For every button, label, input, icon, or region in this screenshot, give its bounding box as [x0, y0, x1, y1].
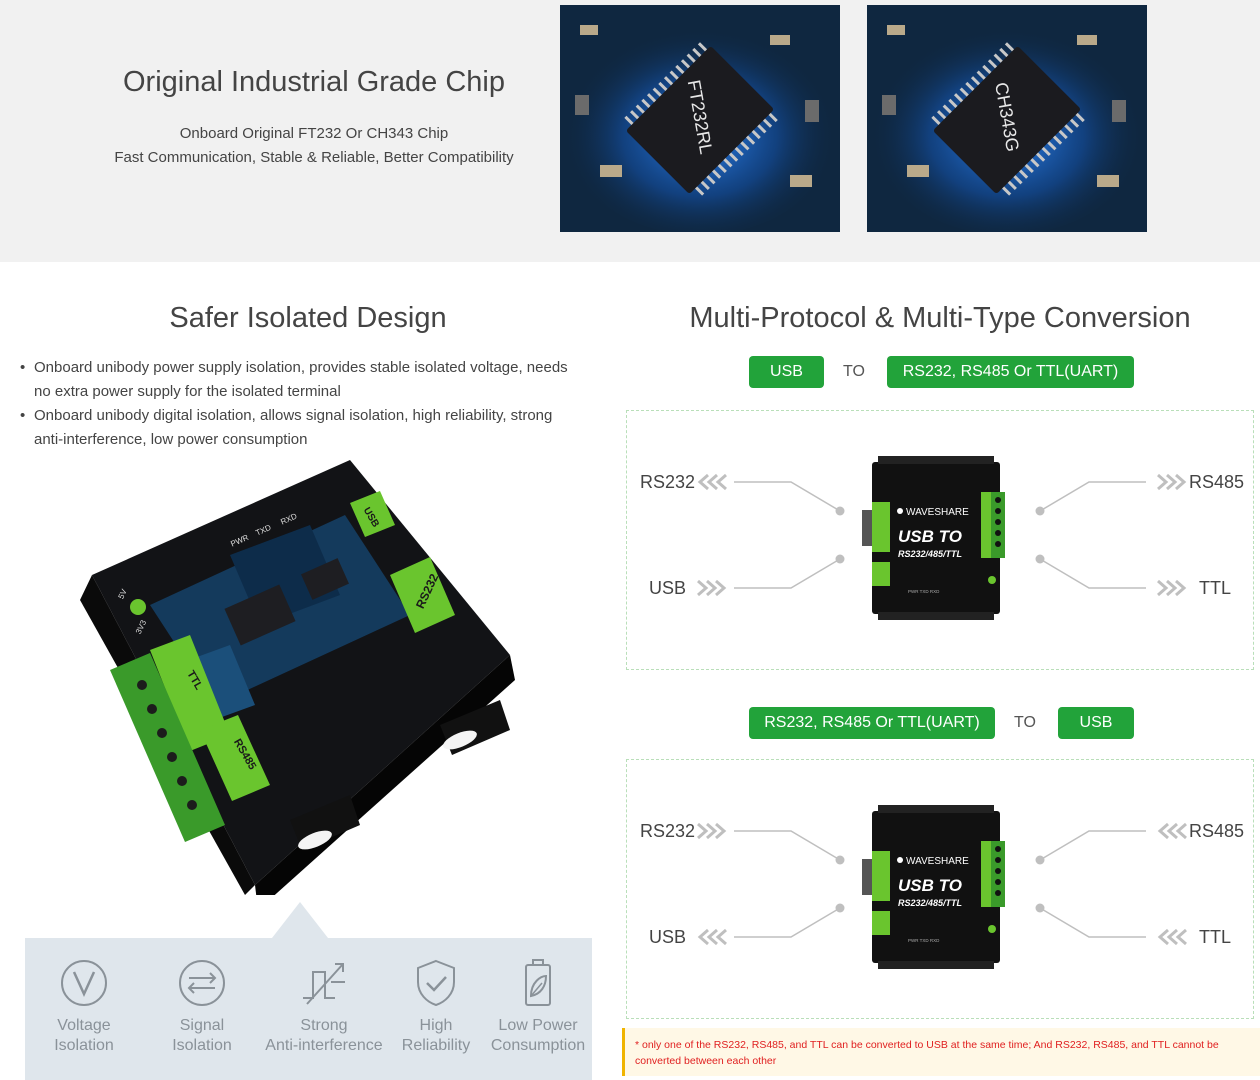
top-ttl-label: TTL [1199, 578, 1232, 598]
feature-signal-isolation: Signal Isolation [152, 958, 252, 1056]
converter-device-bottom: WAVESHARE USB TO RS232/485/TTL PWR TXD R… [862, 805, 1005, 969]
feature-panel [25, 938, 592, 1080]
usb-to-serial-diagram [626, 410, 1254, 670]
bottom-usb-label: USB [649, 927, 687, 947]
usb-source-pill: USB [749, 356, 824, 388]
conversion-note: * only one of the RS232, RS485, and TTL … [622, 1028, 1260, 1076]
feature-high-reliability: High Reliability [396, 958, 476, 1056]
top-usb-label: USB [649, 578, 687, 598]
top-rs232-label: RS232 [640, 472, 696, 492]
feature-power-line1: Low Power [498, 1017, 578, 1034]
feature-reliability-line1: High [419, 1017, 453, 1034]
serial-to-usb-connectors: WAVESHARE USB TO RS232/485/TTL PWR TXD R… [697, 805, 1187, 969]
to-label-row2: TO [1014, 714, 1036, 731]
converter-device-top: WAVESHARE USB TO RS232/485/TTL PWR TXD R… [862, 456, 1005, 620]
serial-source-pill: RS232, RS485 Or TTL(UART) [749, 707, 995, 739]
feature-anti-line2: Anti-interference [265, 1037, 383, 1054]
usb-to-serial-connectors: WAVESHARE USB TO RS232/485/TTL PWR TXD R… [697, 456, 1187, 620]
serial-target-pill: RS232, RS485 Or TTL(UART) [887, 356, 1134, 388]
signal-isolation-icon [179, 960, 225, 1006]
serial-to-usb-diagram [626, 759, 1254, 1019]
ft232-chip-photo: FT232RL [560, 5, 840, 232]
feature-panel-notch [272, 902, 328, 938]
isolated-converter-device: USB RS232 PWR TXD RXD TTL RS485 5V 3V3 [80, 460, 515, 895]
device-bottom-leds: PWR TXD RXD [908, 938, 940, 943]
device-top-line2: RS232/485/TTL [898, 549, 962, 559]
feature-reliability-line2: Reliability [401, 1037, 471, 1054]
device-bottom-brand: WAVESHARE [906, 856, 969, 867]
device-top-brand: WAVESHARE [906, 507, 969, 518]
feature-low-power: Low Power Consumption [486, 958, 590, 1056]
isolation-bullet-list: Onboard unibody power supply isolation, … [20, 356, 580, 452]
chip-subtitle-line1: Onboard Original FT232 Or CH343 Chip [179, 125, 449, 142]
bottom-rs232-label: RS232 [640, 821, 696, 841]
usb-target-pill: USB [1058, 707, 1134, 739]
feature-anti-interference: Strong Anti-interference [262, 958, 386, 1056]
isolation-section-title: Safer Isolated Design [169, 302, 447, 334]
feature-anti-line1: Strong [300, 1017, 348, 1034]
chip-section-title: Original Industrial Grade Chip [122, 66, 505, 98]
battery-leaf-icon [525, 959, 551, 1006]
device-bottom-line2: RS232/485/TTL [898, 898, 962, 908]
isolation-bullet-1: Onboard unibody power supply isolation, … [20, 356, 580, 404]
feature-signal-line1: Signal [179, 1017, 225, 1034]
bottom-rs485-label: RS485 [1189, 821, 1245, 841]
big-device-5v-label: 5V [117, 587, 130, 600]
feature-voltage-isolation: Voltage Isolation [34, 958, 134, 1056]
chip-subtitle-line2: Fast Communication, Stable & Reliable, B… [114, 149, 514, 166]
voltage-isolation-icon [61, 960, 107, 1006]
anti-interference-icon [303, 963, 345, 1005]
feature-signal-line2: Isolation [172, 1037, 232, 1054]
shield-check-icon [417, 959, 455, 1007]
top-rs485-label: RS485 [1189, 472, 1245, 492]
isolation-bullet-2: Onboard unibody digital isolation, allow… [20, 404, 580, 452]
chip-section-subtitle: Onboard Original FT232 Or CH343 Chip Fas… [0, 122, 628, 170]
conversion-section-title: Multi-Protocol & Multi-Type Conversion [689, 302, 1191, 334]
device-top-leds: PWR TXD RXD [908, 589, 940, 594]
bottom-ttl-label: TTL [1199, 927, 1232, 947]
device-bottom-line1: USB TO [898, 876, 962, 895]
feature-power-line2: Consumption [490, 1037, 586, 1054]
to-label-row1: TO [843, 363, 865, 380]
ch343-chip-photo: CH343G [867, 5, 1147, 232]
feature-voltage-line2: Isolation [54, 1037, 114, 1054]
feature-voltage-line1: Voltage [57, 1017, 111, 1034]
device-top-line1: USB TO [898, 527, 962, 546]
